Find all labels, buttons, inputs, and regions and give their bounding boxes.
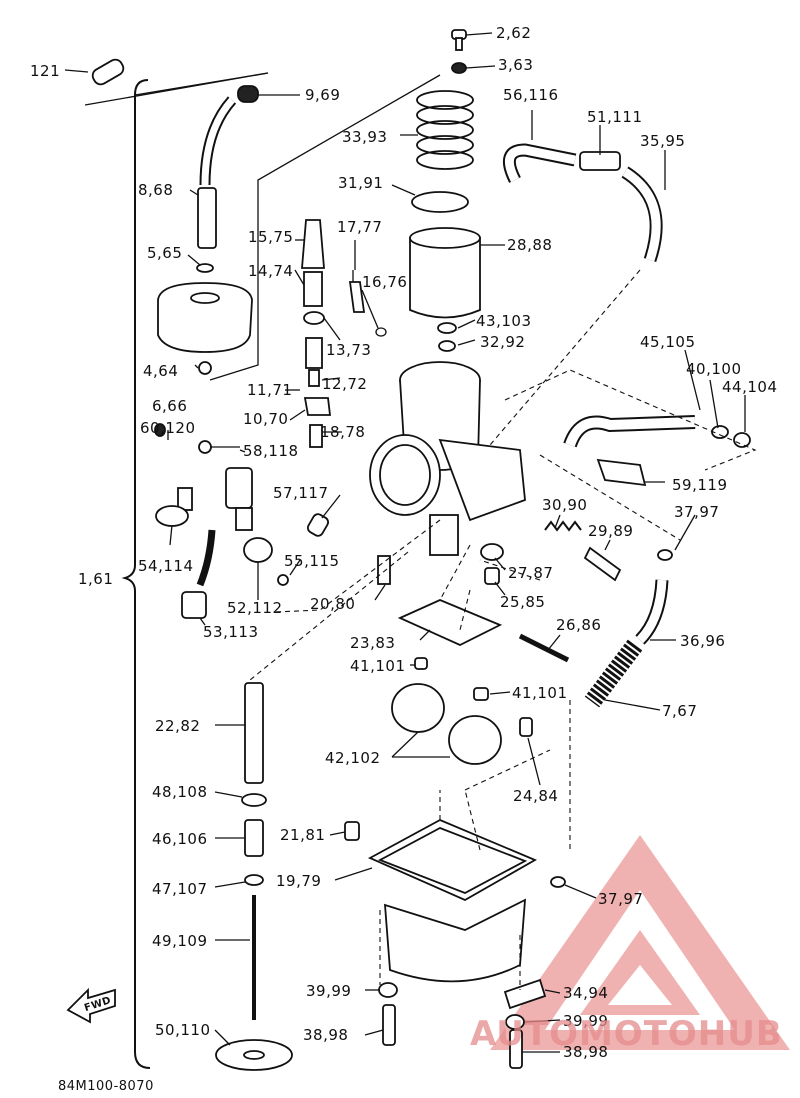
part-label-24: 24,84 xyxy=(513,787,558,805)
part-label-51: 51,111 xyxy=(587,108,643,126)
part-label-26: 26,86 xyxy=(556,616,601,634)
part-label-12: 12,72 xyxy=(322,375,367,393)
part-label-41-left: 41,101 xyxy=(350,657,406,675)
part-label-52: 52,112 xyxy=(227,599,283,617)
part-shapes xyxy=(91,29,751,1071)
part-label-21: 21,81 xyxy=(280,826,325,844)
part-label-44: 44,104 xyxy=(722,378,778,396)
part-label-48: 48,108 xyxy=(152,783,208,801)
part-label-33: 33,93 xyxy=(342,128,387,146)
main-bracket xyxy=(121,79,151,1069)
part-label-11: 11,71 xyxy=(247,381,292,399)
part-label-10: 10,70 xyxy=(243,410,288,428)
part-label-22: 22,82 xyxy=(155,717,200,735)
part-label-25: 25,85 xyxy=(500,593,545,611)
part-label-13: 13,73 xyxy=(326,341,371,359)
part-label-60: 60,120 xyxy=(140,419,196,437)
part-label-14: 14,74 xyxy=(248,262,293,280)
part-label-8: 8,68 xyxy=(138,181,173,199)
part-label-29: 29,89 xyxy=(588,522,633,540)
part-label-53: 53,113 xyxy=(203,623,259,641)
part-label-39-left: 39,99 xyxy=(306,982,351,1000)
part-label-38-left: 38,98 xyxy=(303,1026,348,1044)
part-label-32: 32,92 xyxy=(480,333,525,351)
main-bracket-label: 1,61 xyxy=(78,570,113,588)
part-label-31: 31,91 xyxy=(338,174,383,192)
part-label-47: 47,107 xyxy=(152,880,208,898)
part-label-54: 54,114 xyxy=(138,557,194,575)
part-label-2: 2,62 xyxy=(496,24,531,42)
part-label-23: 23,83 xyxy=(350,634,395,652)
part-label-37-bottom: 37,97 xyxy=(598,890,643,908)
part-label-56: 56,116 xyxy=(503,86,559,104)
part-label-37-top: 37,97 xyxy=(674,503,719,521)
part-label-59: 59,119 xyxy=(672,476,728,494)
part-label-30: 30,90 xyxy=(542,496,587,514)
diagram-code: 84M100-8070 xyxy=(58,1079,154,1094)
part-label-50: 50,110 xyxy=(155,1021,211,1039)
part-label-15: 15,75 xyxy=(248,228,293,246)
fwd-arrow: FWD xyxy=(66,987,116,1024)
part-label-55: 55,115 xyxy=(284,552,340,570)
leader-lines xyxy=(64,32,746,1053)
part-label-34: 34,94 xyxy=(563,984,608,1002)
watermark-text: AUTOMOTOHUB xyxy=(470,1014,783,1054)
part-label-121: 121 xyxy=(30,62,60,80)
part-label-45: 45,105 xyxy=(640,333,696,351)
part-label-28: 28,88 xyxy=(507,236,552,254)
part-label-4: 4,64 xyxy=(143,362,178,380)
part-label-42: 42,102 xyxy=(325,749,381,767)
part-label-18: 18,78 xyxy=(320,423,365,441)
watermark-logo xyxy=(490,835,790,1050)
part-label-3: 3,63 xyxy=(498,56,533,74)
part-labels: 1,61 84M100-8070 121 9,69 2,62 3,63 56,1… xyxy=(30,24,778,1094)
part-label-40: 40,100 xyxy=(686,360,742,378)
part-label-38-right: 38,98 xyxy=(563,1043,608,1061)
part-label-39-right: 39,99 xyxy=(563,1012,608,1030)
part-label-20: 20,80 xyxy=(310,595,355,613)
part-label-7: 7,67 xyxy=(662,702,697,720)
part-label-19: 19,79 xyxy=(276,872,321,890)
part-label-57: 57,117 xyxy=(273,484,329,502)
part-label-27: 27,87 xyxy=(508,564,553,582)
part-label-6: 6,66 xyxy=(152,397,187,415)
part-label-58: 58,118 xyxy=(243,442,299,460)
bracket-leader-121 xyxy=(84,72,269,106)
part-label-43: 43,103 xyxy=(476,312,532,330)
part-label-16: 16,76 xyxy=(362,273,407,291)
assembly-dashed-lines xyxy=(249,269,757,990)
part-label-17: 17,77 xyxy=(337,218,382,236)
part-label-9: 9,69 xyxy=(305,86,340,104)
part-label-49: 49,109 xyxy=(152,932,208,950)
part-label-36: 36,96 xyxy=(680,632,725,650)
part-label-5: 5,65 xyxy=(147,244,182,262)
part-label-41-right: 41,101 xyxy=(512,684,568,702)
part-label-46: 46,106 xyxy=(152,830,208,848)
part-label-35: 35,95 xyxy=(640,132,685,150)
